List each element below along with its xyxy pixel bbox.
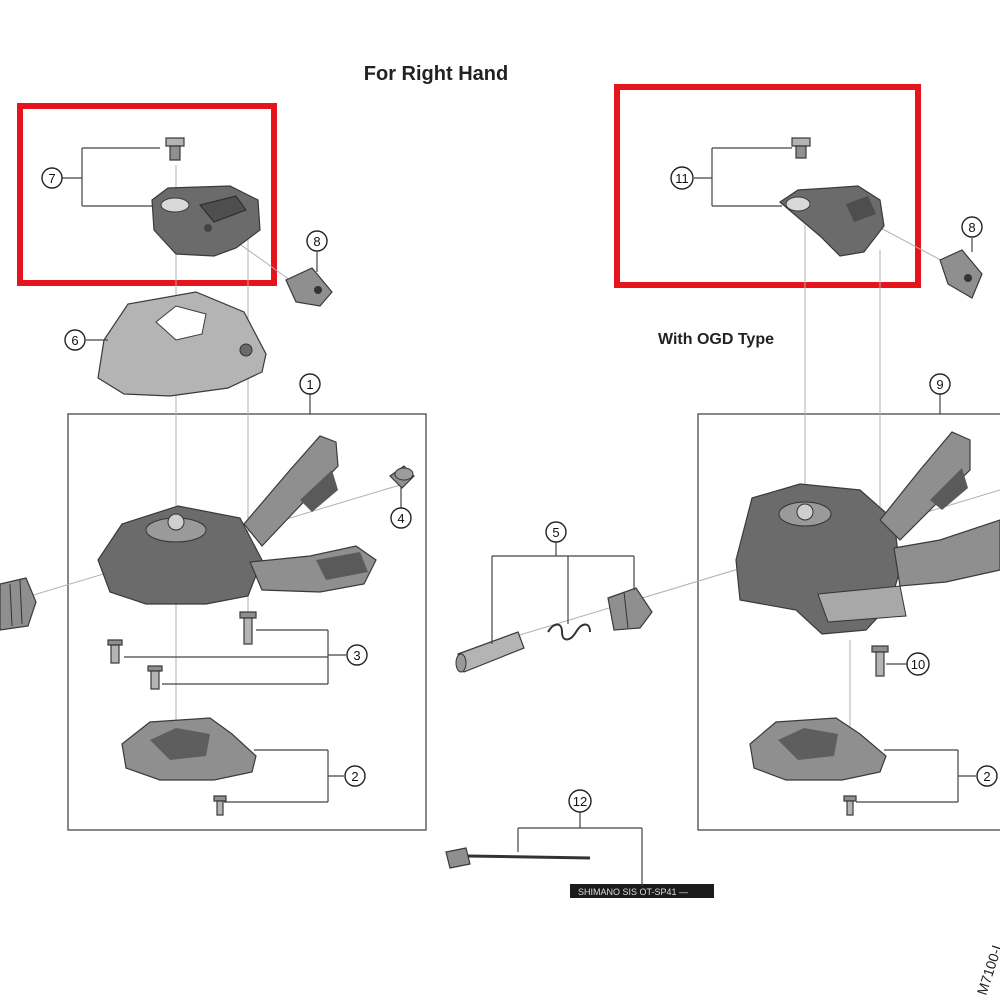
model-code: M7100-I bbox=[974, 943, 1000, 997]
top-cover bbox=[97, 291, 267, 397]
bottom-cover-right bbox=[749, 717, 887, 816]
shift-lever-body-right bbox=[735, 431, 1000, 635]
highlight-box-left bbox=[17, 103, 277, 286]
end-cap bbox=[389, 465, 415, 489]
callout-1: 1 bbox=[299, 373, 321, 395]
screw-right bbox=[871, 645, 889, 677]
callout-2-right: 2 bbox=[976, 765, 998, 787]
bottom-cover-left bbox=[121, 717, 257, 816]
callout-9: 9 bbox=[929, 373, 951, 395]
callout-12-label: 12 bbox=[573, 794, 587, 809]
callout-7: 7 bbox=[41, 167, 63, 189]
heading-ogd-type: With OGD Type bbox=[658, 331, 774, 348]
callout-4-label: 4 bbox=[397, 511, 404, 526]
cable-guide-bracket-right bbox=[779, 137, 885, 257]
callout-5-label: 5 bbox=[552, 525, 559, 540]
screws-set-left bbox=[107, 611, 257, 690]
callout-2-left-label: 2 bbox=[351, 769, 358, 784]
callout-6: 6 bbox=[64, 329, 86, 351]
callout-8-left-label: 8 bbox=[313, 234, 320, 249]
assembly-frame-left bbox=[67, 413, 427, 831]
cable-adjuster-piece-right bbox=[939, 249, 983, 299]
callout-12: 12 bbox=[568, 789, 592, 813]
callout-11-label: 11 bbox=[675, 171, 689, 186]
callout-2-left: 2 bbox=[344, 765, 366, 787]
barrel-pin-spring-set bbox=[455, 587, 653, 673]
shift-lever-body-left bbox=[97, 435, 377, 605]
callout-9-label: 9 bbox=[936, 377, 943, 392]
inner-cable-housing: SHIMANO SIS OT-SP41 — bbox=[445, 847, 714, 898]
callout-3-label: 3 bbox=[353, 648, 360, 663]
leader-lines bbox=[62, 147, 976, 886]
callout-10: 10 bbox=[906, 652, 930, 676]
cable-adjuster-piece-left bbox=[285, 267, 333, 307]
barrel-adjuster-left bbox=[0, 577, 37, 631]
callout-6-label: 6 bbox=[71, 333, 78, 348]
assembly-frame-right bbox=[697, 413, 1000, 831]
cable-guide-bracket-left bbox=[151, 137, 261, 257]
callout-2-right-label: 2 bbox=[983, 769, 990, 784]
callout-7-label: 7 bbox=[48, 171, 55, 186]
heading-right-hand: For Right Hand bbox=[364, 63, 508, 85]
callout-11: 11 bbox=[670, 166, 694, 190]
callout-8-right: 8 bbox=[961, 216, 983, 238]
highlight-box-right bbox=[614, 84, 921, 288]
callout-8-left: 8 bbox=[306, 230, 328, 252]
callout-10-label: 10 bbox=[911, 657, 925, 672]
cable-print-text: SHIMANO SIS OT-SP41 — bbox=[578, 887, 688, 897]
callout-5: 5 bbox=[545, 521, 567, 543]
callout-1-label: 1 bbox=[306, 377, 313, 392]
callout-3: 3 bbox=[346, 644, 368, 666]
callout-4: 4 bbox=[390, 507, 412, 529]
callout-8-right-label: 8 bbox=[968, 220, 975, 235]
